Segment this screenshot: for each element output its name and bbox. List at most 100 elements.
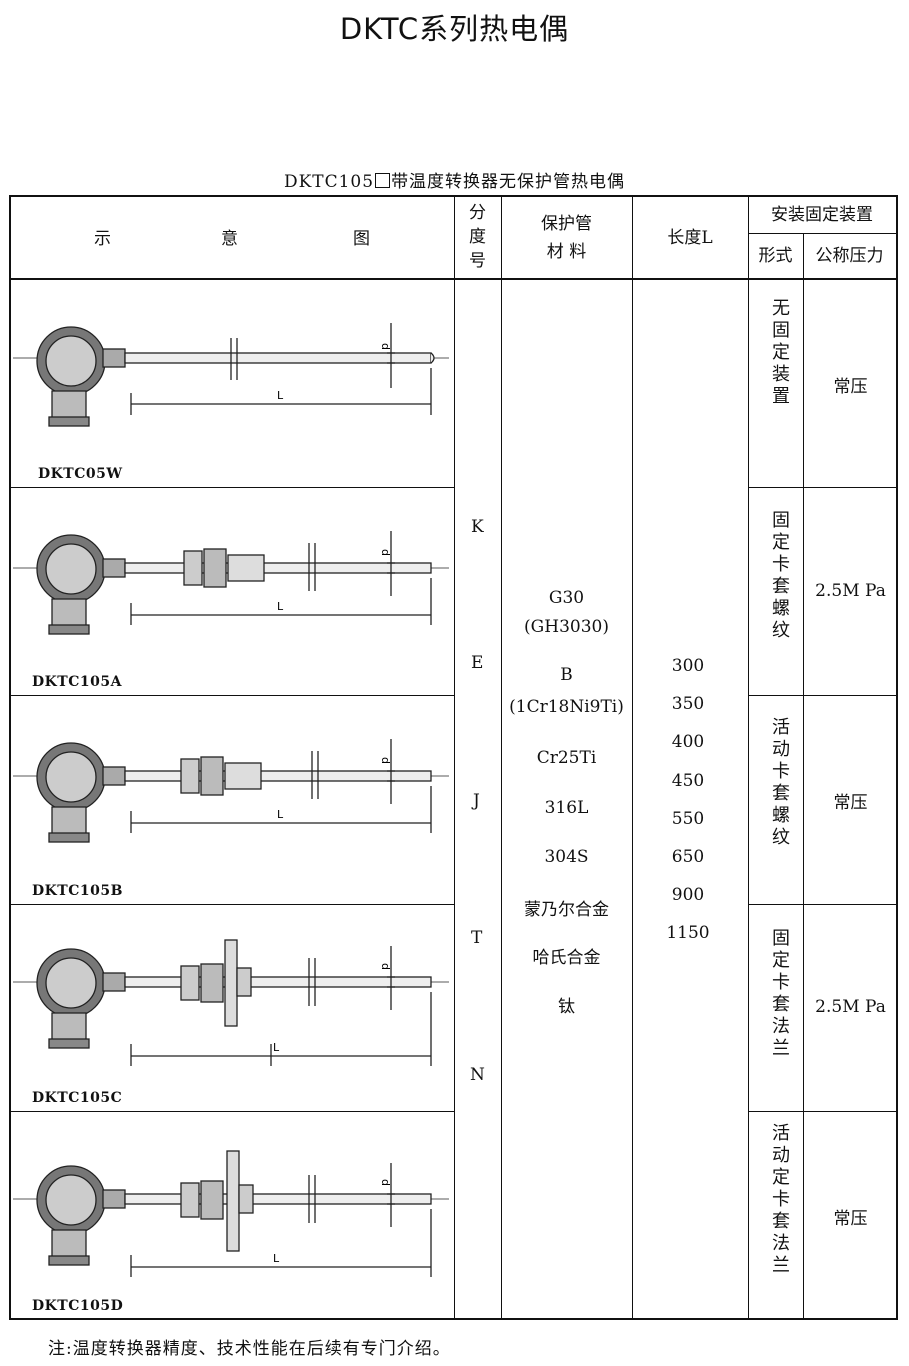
header-pressure: 公称压力 — [815, 246, 884, 266]
dim-label-diameter: d — [379, 343, 392, 350]
row-line — [748, 1111, 896, 1112]
model-label: DKTC05W — [38, 466, 123, 482]
flange-fitting — [180, 939, 252, 1027]
row-line — [748, 487, 896, 488]
col-line — [454, 195, 455, 1318]
col-line — [632, 195, 633, 1318]
material-item: (1Cr18Ni9Ti) — [509, 697, 624, 717]
header-grade-1: 分 — [469, 203, 486, 223]
length-item: 1150 — [666, 923, 710, 943]
row-line — [9, 487, 454, 488]
col-line — [748, 195, 749, 1318]
dim-label-diameter: d — [379, 1179, 392, 1186]
row-line — [9, 904, 454, 905]
col-line — [501, 195, 502, 1318]
model-label: DKTC105C — [32, 1090, 123, 1106]
grade-k: K — [471, 517, 484, 537]
dim-label-length: L — [273, 1041, 280, 1054]
header-grade-2: 度 — [469, 227, 486, 247]
model-label: DKTC105D — [32, 1298, 124, 1314]
material-item: B — [560, 665, 573, 685]
form-cell: 固定卡套法兰 — [769, 928, 790, 1060]
form-cell: 活动卡套螺纹 — [769, 717, 790, 849]
diagram-dktc105b: L d — [13, 739, 449, 843]
form-cell: 活动定卡套法兰 — [769, 1123, 790, 1277]
junction-box-head — [36, 1165, 126, 1266]
grade-j: J — [473, 791, 480, 811]
diagram-dktc105c: L d — [13, 939, 449, 1066]
page-title: DKTC系列热电偶 — [339, 12, 570, 46]
compression-fitting — [183, 548, 265, 588]
header-line — [9, 278, 896, 280]
length-item: 350 — [671, 694, 705, 714]
material-item: Cr25Ti — [536, 748, 597, 768]
compression-fitting — [180, 756, 262, 796]
dim-label-length: L — [277, 808, 284, 821]
header-grade-3: 号 — [469, 251, 486, 271]
col-line — [803, 233, 804, 1318]
dim-label-diameter: d — [379, 757, 392, 764]
row-line — [9, 695, 454, 696]
header-diagram-3: 图 — [353, 229, 370, 249]
diagram-dktc105d: L d — [13, 1150, 449, 1277]
material-item: G30 — [548, 588, 585, 608]
header-length: 长度L — [667, 228, 713, 248]
footnote: 注:温度转换器精度、技术性能在后续有专门介绍。 — [48, 1339, 451, 1359]
junction-box-head — [36, 534, 126, 635]
header-grade: 分 度 号 — [454, 201, 501, 273]
header-form: 形式 — [758, 246, 793, 266]
pressure-cell: 2.5M Pa — [815, 581, 886, 601]
junction-box-head — [36, 742, 126, 843]
header-diagram-1: 示 — [94, 229, 111, 249]
placeholder-box — [375, 173, 391, 188]
header-material: 保护管 材 料 — [501, 210, 632, 266]
header-line — [748, 233, 896, 234]
flange-fitting — [180, 1150, 254, 1252]
length-item: 400 — [671, 732, 705, 752]
pressure-cell: 2.5M Pa — [815, 997, 886, 1017]
length-item: 650 — [671, 847, 705, 867]
pressure-cell: 常压 — [833, 1209, 868, 1229]
material-item: 钛 — [558, 997, 575, 1017]
caption-prefix: DKTC105 — [283, 172, 375, 192]
row-line — [9, 1111, 454, 1112]
dim-label-length: L — [277, 389, 284, 402]
pressure-cell: 常压 — [833, 793, 868, 813]
header-material-1: 保护管 — [541, 214, 592, 234]
spec-table: 示 意 图 分 度 号 保护管 材 料 长度L 安装固定装置 形式 公称压力 L… — [9, 195, 898, 1320]
table-caption: DKTC105 带温度转换器无保护管热电偶 — [0, 167, 909, 192]
length-item: 900 — [671, 885, 705, 905]
table-border — [9, 195, 898, 1320]
junction-box-head — [36, 948, 126, 1049]
material-item: 304S — [544, 847, 589, 867]
length-item: 300 — [671, 656, 705, 676]
diagram-dktc05w: L d — [13, 323, 449, 427]
material-item: 316L — [544, 798, 589, 818]
model-label: DKTC105A — [32, 674, 122, 690]
header-material-2: 材 料 — [546, 242, 587, 262]
dim-label-length: L — [277, 600, 284, 613]
length-item: 550 — [671, 809, 705, 829]
diagram-dktc105a: L d — [13, 531, 449, 635]
caption-suffix: 带温度转换器无保护管热电偶 — [391, 172, 626, 192]
grade-e: E — [471, 653, 484, 673]
material-item: 蒙乃尔合金 — [524, 900, 609, 920]
model-label: DKTC105B — [32, 883, 123, 899]
row-line — [748, 904, 896, 905]
form-cell: 无固定装置 — [769, 298, 790, 408]
pressure-cell: 常压 — [833, 377, 868, 397]
material-item: (GH3030) — [524, 617, 609, 637]
length-item: 450 — [671, 771, 705, 791]
grade-n: N — [470, 1065, 485, 1085]
header-mounting: 安装固定装置 — [771, 205, 873, 225]
dim-label-length: L — [273, 1252, 280, 1265]
row-line — [748, 695, 896, 696]
junction-box-head — [36, 326, 126, 427]
dim-label-diameter: d — [379, 549, 392, 556]
header-diagram-2: 意 — [221, 229, 238, 249]
form-cell: 固定卡套螺纹 — [769, 510, 790, 642]
material-item: 哈氏合金 — [532, 948, 601, 968]
grade-t: T — [471, 928, 483, 948]
protection-tube — [124, 352, 432, 364]
dim-label-diameter: d — [379, 963, 392, 970]
